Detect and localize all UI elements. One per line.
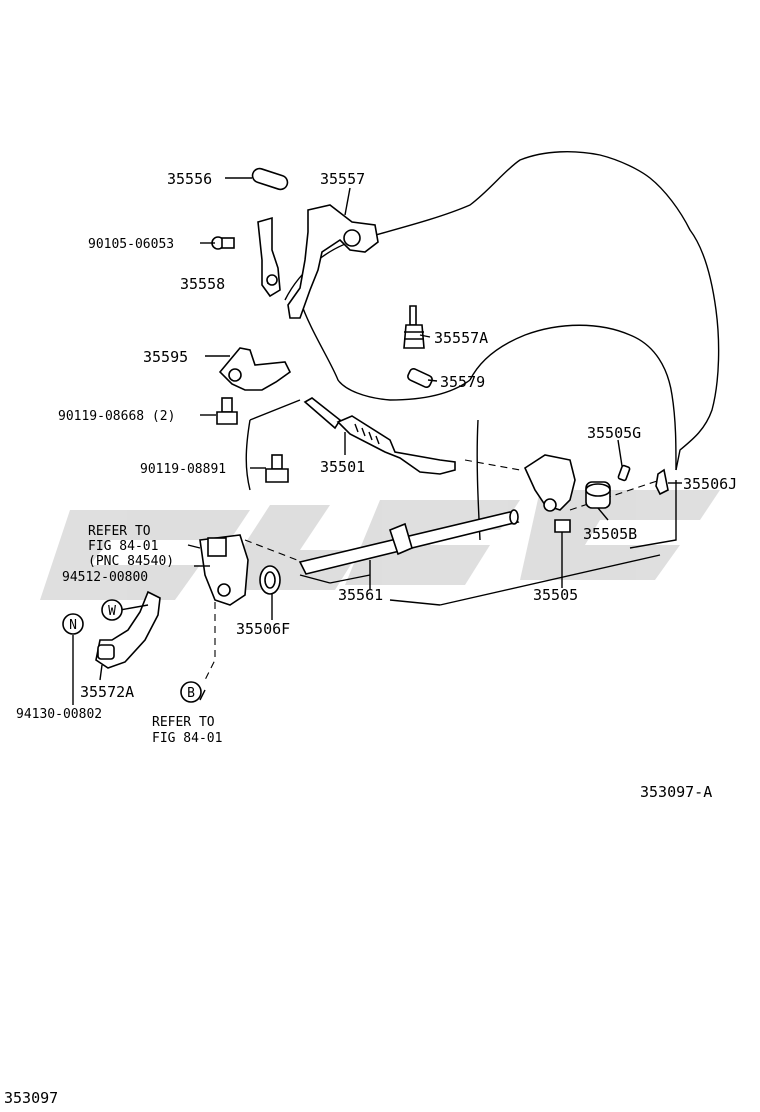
label-35595: 35595: [143, 348, 188, 366]
clip-35506J: [655, 468, 669, 496]
figure-code: 353097-A: [640, 783, 712, 801]
bolt-90119-08668: [216, 397, 238, 425]
marker-b: B: [180, 681, 202, 703]
refer1-line2: FIG 84-01: [88, 539, 158, 554]
refer1-line1: REFER TO: [88, 524, 151, 539]
lever-35572A: [95, 590, 161, 669]
lever-35557: [287, 204, 379, 319]
spring-35557A: [403, 305, 425, 349]
bracket-35595: [218, 347, 292, 391]
refer1-line3: (PNC 84540): [88, 554, 174, 569]
label-35505G: 35505G: [587, 424, 641, 442]
part-35579: [407, 368, 433, 388]
label-35556: 35556: [167, 170, 212, 188]
label-35557: 35557: [320, 170, 365, 188]
label-35561: 35561: [338, 586, 383, 604]
label-35558: 35558: [180, 275, 225, 293]
marker-n-text: N: [69, 618, 77, 633]
label-90119-08668: 90119-08668 (2): [58, 409, 175, 424]
pin-35556: [251, 167, 289, 191]
label-35506F: 35506F: [236, 620, 290, 638]
label-35501: 35501: [320, 458, 365, 476]
phantom-lines: [204, 459, 661, 681]
refer2-line2: FIG 84-01: [152, 731, 222, 746]
marker-n: N: [62, 613, 84, 635]
marker-w: W: [101, 599, 123, 621]
marker-b-text: B: [187, 686, 195, 701]
leader-lines: [72, 177, 682, 705]
label-35505B: 35505B: [583, 525, 637, 543]
label-90119-08891: 90119-08891: [140, 462, 226, 477]
label-94512-00800: 94512-00800: [62, 570, 148, 585]
label-35506J: 35506J: [683, 475, 737, 493]
label-35557A: 35557A: [434, 329, 488, 347]
bolt-90119-08891: [265, 454, 289, 483]
label-35579: 35579: [440, 373, 485, 391]
detent-plate-35505: [523, 454, 576, 533]
marker-w-text: W: [108, 604, 116, 619]
label-90105-06053: 90105-06053: [88, 237, 174, 252]
label-35505: 35505: [533, 586, 578, 604]
detent-spring-35558: [257, 216, 281, 298]
rod-35501: [303, 397, 456, 475]
bolt-90105: [211, 236, 235, 250]
pin-35505G: [617, 464, 631, 482]
refer2-line1: REFER TO: [152, 715, 215, 730]
label-94130-00802: 94130-00802: [16, 707, 102, 722]
neutral-switch: [199, 534, 249, 606]
shaft-35561: [298, 509, 520, 575]
seal-35506F: [259, 565, 281, 595]
collar-35505B: [585, 481, 611, 509]
page-code: 353097: [4, 1089, 58, 1107]
label-35572A: 35572A: [80, 683, 134, 701]
